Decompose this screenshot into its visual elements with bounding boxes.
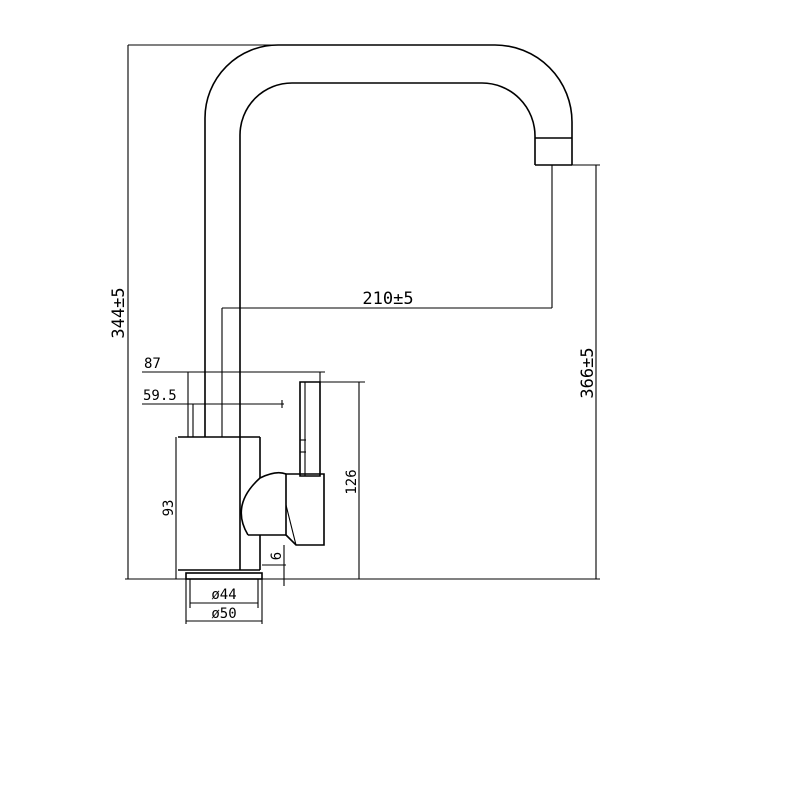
label-body-height: 93 <box>161 500 177 517</box>
label-base-inner-dia: ø44 <box>211 587 236 603</box>
base-flange <box>185 572 263 580</box>
label-87: 87 <box>144 356 161 372</box>
lever-stem <box>299 381 321 477</box>
label-spout-reach: 210±5 <box>362 289 413 309</box>
base-flange-rect <box>185 572 263 580</box>
label-spout-height: 366±5 <box>578 347 598 398</box>
label-base-outer-dia: ø50 <box>211 606 236 622</box>
label-59-5: 59.5 <box>143 388 177 404</box>
handle-hub-curve <box>240 477 261 536</box>
label-6: 6 <box>269 552 285 560</box>
body-neck-curve <box>259 471 287 479</box>
label-total-height: 344±5 <box>109 287 129 338</box>
label-handle-height: 126 <box>344 469 360 494</box>
faucet-spout <box>204 44 573 437</box>
spout-inner-outline <box>239 82 536 437</box>
spout-outer-outline <box>204 44 573 437</box>
dimension-labels: 344±5 366±5 210±5 126 93 87 59.5 6 ø44 ø… <box>109 287 598 622</box>
lever-base <box>285 473 325 546</box>
lever-base-detail <box>285 504 297 546</box>
faucet-body <box>178 436 287 571</box>
lever-handle <box>285 381 325 546</box>
dimension-lines <box>125 44 600 624</box>
